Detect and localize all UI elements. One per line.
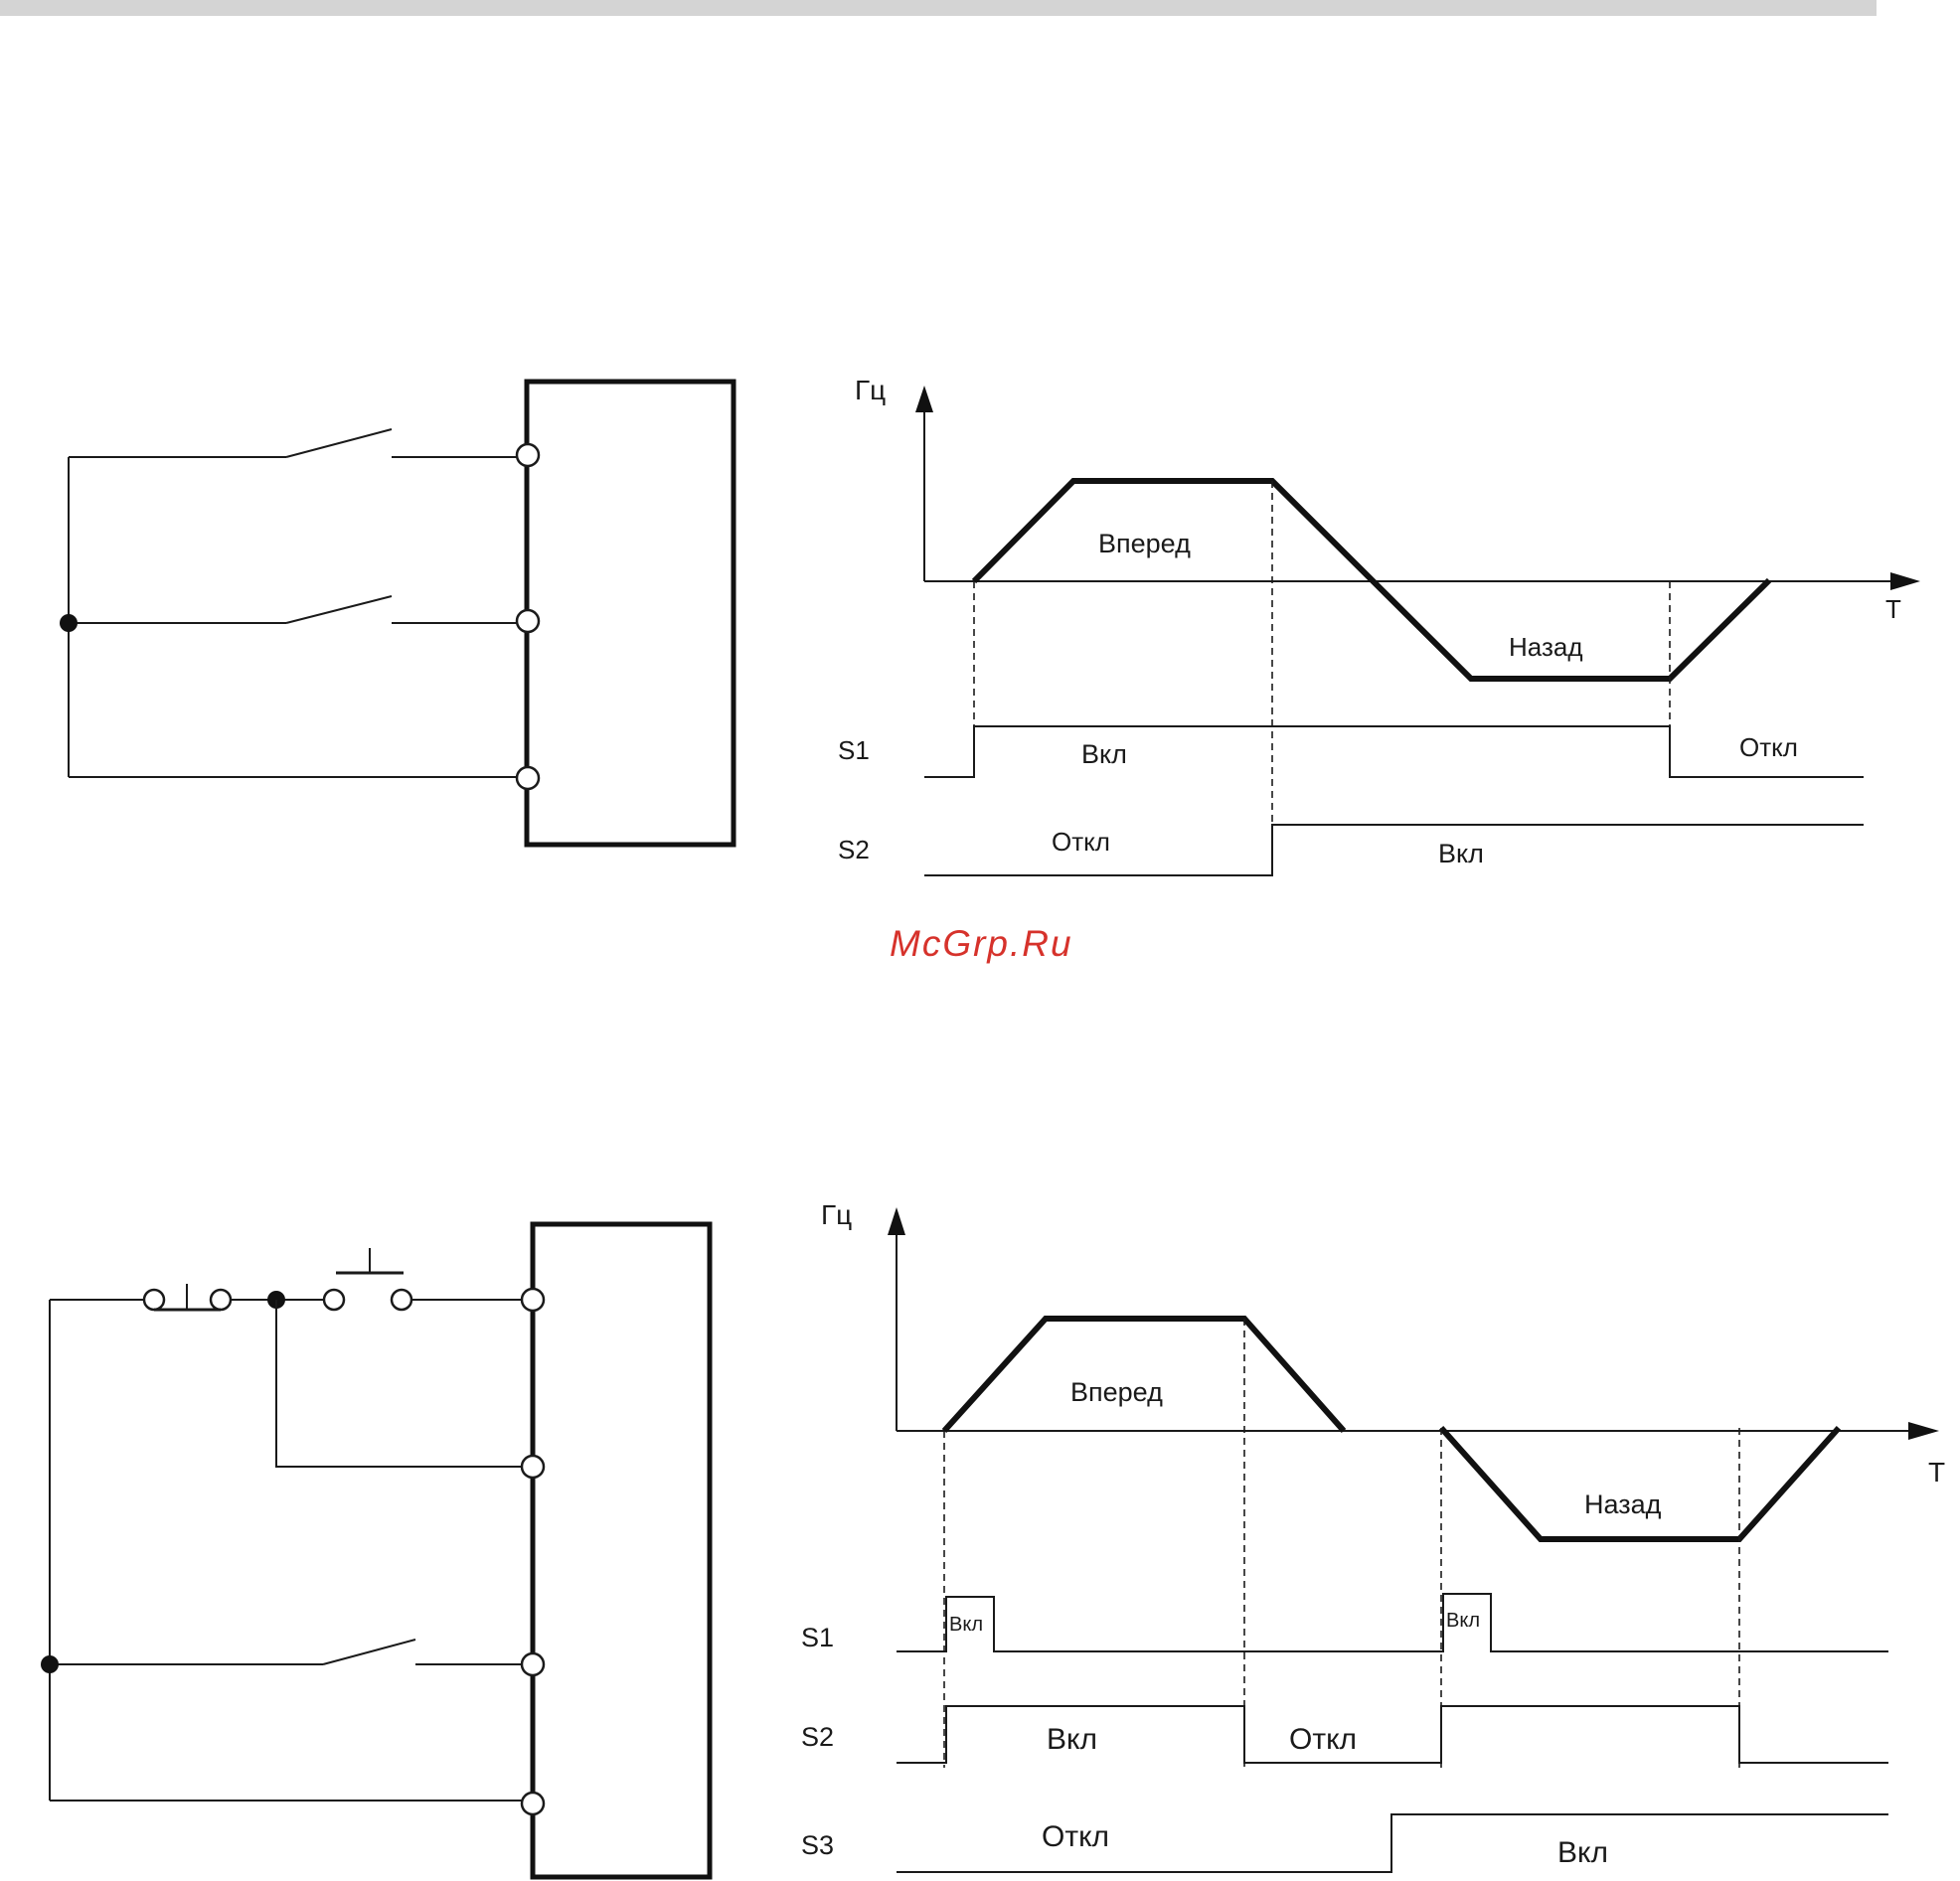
terminal-bottom-2: [522, 1456, 544, 1478]
terminal-top-1: [517, 444, 539, 466]
freq-axis-arrow-top: [915, 386, 933, 412]
s1-pulse2-label-bottom: Вкл: [1446, 1610, 1480, 1632]
s1-label-bottom: S1: [801, 1623, 834, 1652]
top-timing-diagram: Гц T Вперед Назад S1 Вкл Откл S2 Откл Вк…: [838, 375, 1920, 875]
time-axis-arrow-top: [1890, 572, 1920, 590]
stop-button-nc: [144, 1284, 231, 1310]
junction-dot-top: [60, 614, 78, 632]
header-bar: [0, 0, 1877, 16]
s2-label-top: S2: [838, 835, 870, 864]
freq-axis-label-top: Гц: [855, 375, 886, 405]
forward-label-bottom: Вперед: [1070, 1377, 1163, 1407]
time-axis-arrow-bottom: [1908, 1422, 1939, 1440]
time-axis-label-bottom: T: [1928, 1457, 1945, 1488]
junction-dot-bottom-2: [41, 1655, 59, 1673]
wire-bottom-2: [276, 1300, 522, 1467]
s2-signal-bottom: [897, 1706, 1888, 1763]
s3-on-label-bottom: Вкл: [1557, 1836, 1608, 1869]
s3-off-label-bottom: Откл: [1042, 1820, 1109, 1853]
frequency-profile-forward-bottom: [944, 1319, 1344, 1431]
forward-label-top: Вперед: [1098, 529, 1191, 558]
reverse-label-bottom: Назад: [1584, 1489, 1662, 1519]
frequency-profile-reverse-bottom: [1441, 1428, 1839, 1539]
s2-on-label-bottom: Вкл: [1047, 1723, 1097, 1756]
time-axis-label-top: T: [1885, 594, 1901, 624]
switch-s2-top: [69, 596, 517, 623]
s1-label-top: S1: [838, 735, 870, 765]
s2-off-label-top: Откл: [1052, 827, 1110, 857]
s1-off-label-top: Откл: [1739, 732, 1798, 762]
inverter-block-top: [527, 382, 734, 845]
switch-s1-top: [69, 429, 517, 457]
terminal-bottom-3: [522, 1653, 544, 1675]
top-wiring-diagram: [60, 382, 734, 845]
s1-pulse1-label-bottom: Вкл: [949, 1614, 983, 1636]
freq-axis-arrow-bottom: [888, 1207, 905, 1235]
s1-signal-top: [924, 726, 1864, 777]
terminal-top-3: [517, 767, 539, 789]
start-button-no: [324, 1248, 411, 1310]
frequency-profile-top: [974, 481, 1769, 679]
watermark-text: McGrp.Ru: [890, 923, 1073, 964]
freq-axis-label-bottom: Гц: [821, 1199, 852, 1230]
terminal-bottom-4: [522, 1793, 544, 1814]
s3-label-bottom: S3: [801, 1830, 834, 1860]
switch-s3-bottom: [50, 1640, 522, 1664]
inverter-block-bottom: [533, 1224, 710, 1877]
reverse-label-top: Назад: [1509, 632, 1583, 662]
terminal-bottom-1: [522, 1289, 544, 1311]
s2-on-label-top: Вкл: [1438, 839, 1484, 868]
bottom-timing-diagram: Гц T Вперед Назад S1 Вкл Вкл S2 Вкл Откл…: [801, 1199, 1945, 1872]
s1-on-label-top: Вкл: [1081, 739, 1127, 769]
terminal-top-2: [517, 610, 539, 632]
bottom-wiring-diagram: [41, 1224, 710, 1877]
s2-label-bottom: S2: [801, 1722, 834, 1752]
s2-off-label-bottom: Откл: [1289, 1723, 1357, 1756]
